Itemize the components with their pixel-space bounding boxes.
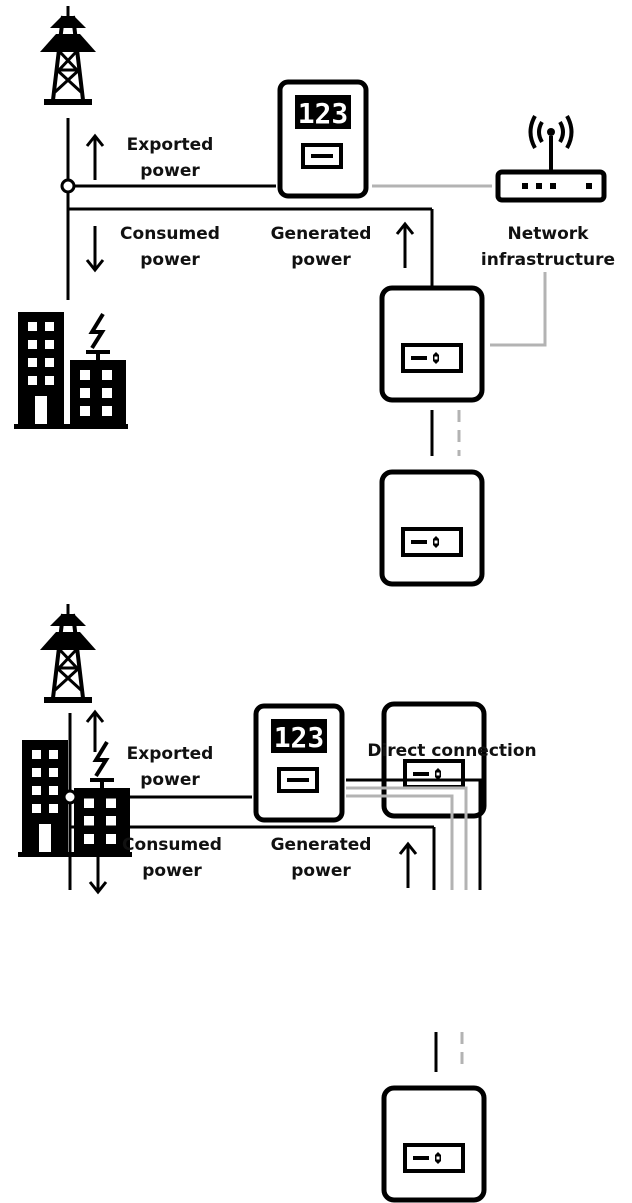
inverter-icon xyxy=(382,472,482,584)
consumed-power-label-line1: Consumed xyxy=(120,224,220,244)
power-pylon-icon xyxy=(38,4,98,107)
arrow-down-icon xyxy=(85,226,105,273)
diagram-top: Exported power Consumed power Generated … xyxy=(12,4,615,584)
consumed-power-label-line2: power xyxy=(140,250,200,270)
direct-connection-label: Direct connection xyxy=(367,741,536,761)
arrow-up-icon xyxy=(85,709,105,752)
generated-power-label-line1: Generated xyxy=(271,835,372,855)
generated-power-label-line1: Generated xyxy=(271,224,372,244)
consumed-power-label-line1: Consumed xyxy=(122,835,222,855)
inverter-icon xyxy=(384,1088,484,1200)
energy-meter-icon xyxy=(280,82,366,196)
exported-power-label-line2: power xyxy=(140,770,200,790)
wiring-lines xyxy=(62,713,482,1072)
arrow-up-icon xyxy=(395,221,415,268)
network-infrastructure-label-line2: infrastructure xyxy=(481,250,615,270)
consumed-power-label-line2: power xyxy=(142,861,202,881)
power-pylon-icon xyxy=(38,602,98,705)
exported-power-label-line2: power xyxy=(140,161,200,181)
router-icon xyxy=(498,116,604,200)
arrow-up-icon xyxy=(398,841,418,888)
arrow-up-icon xyxy=(85,133,105,180)
network-infrastructure-label-line1: Network xyxy=(508,224,590,244)
wiring-lines xyxy=(60,118,547,456)
arrow-down-icon xyxy=(88,850,108,895)
generated-power-label-line2: power xyxy=(291,250,351,270)
diagram-bottom: Exported power Consumed power Generated … xyxy=(16,602,537,1200)
energy-meter-icon xyxy=(256,706,342,820)
exported-power-label-line1: Exported xyxy=(127,135,214,155)
building-icon xyxy=(12,310,130,431)
exported-power-label-line1: Exported xyxy=(127,744,214,764)
generated-power-label-line2: power xyxy=(291,861,351,881)
inverter-icon xyxy=(382,288,482,400)
